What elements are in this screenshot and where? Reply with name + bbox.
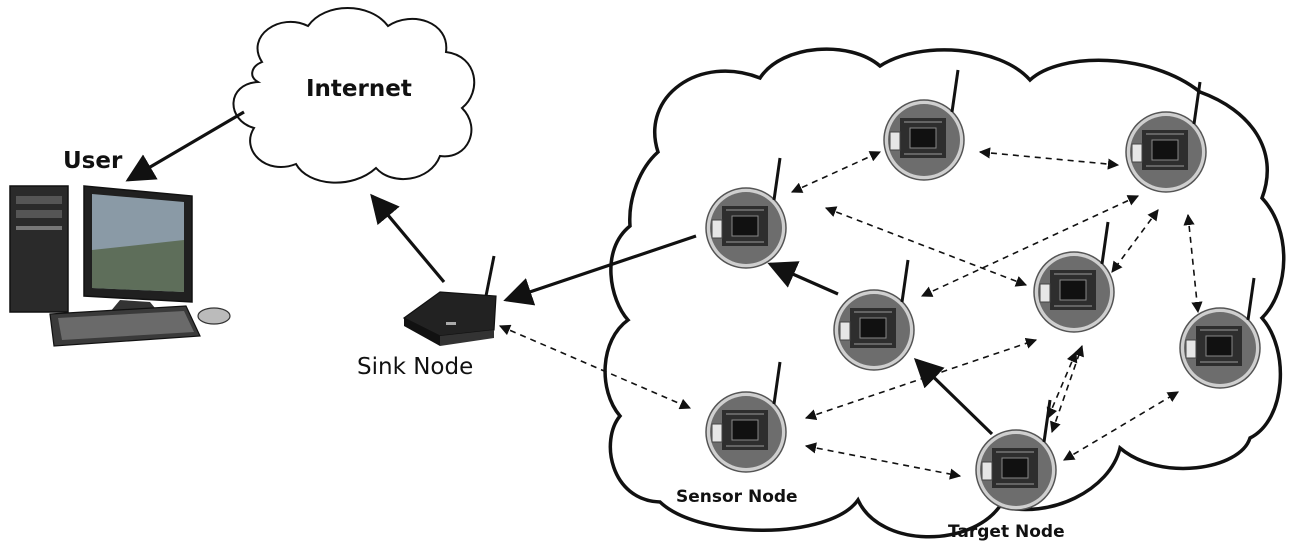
- internet-cloud: [232, 7, 476, 184]
- desktop-computer-icon: [9, 185, 231, 347]
- link-sensor-target: [804, 442, 962, 480]
- arrow-target-n4: [913, 357, 994, 436]
- link-target-n6: [1063, 391, 1179, 461]
- arrow-n4-n1: [767, 261, 839, 296]
- wireless-router-icon: [402, 255, 497, 346]
- link-n3-n5: [1111, 209, 1159, 273]
- link-n3-n6: [1183, 213, 1203, 314]
- arrow-n1-sink: [503, 234, 697, 306]
- dashed-links: [498, 147, 1203, 480]
- internet-label: Internet: [306, 76, 412, 102]
- sensor-node-label: Sensor Node: [676, 487, 798, 507]
- link-n1-n2: [790, 151, 882, 193]
- arrow-internet-user: [125, 110, 245, 182]
- solid-links: [125, 110, 994, 436]
- sink-node-label: Sink Node: [357, 354, 474, 380]
- link-sink-sensor: [498, 324, 692, 410]
- link-n3-n4: [920, 195, 1140, 297]
- user-label: User: [63, 148, 123, 174]
- link-target-n5b: [1050, 344, 1084, 434]
- target-node-label: Target Node: [948, 522, 1065, 542]
- link-n2-n3: [978, 147, 1120, 170]
- arrow-sink-internet: [370, 193, 446, 284]
